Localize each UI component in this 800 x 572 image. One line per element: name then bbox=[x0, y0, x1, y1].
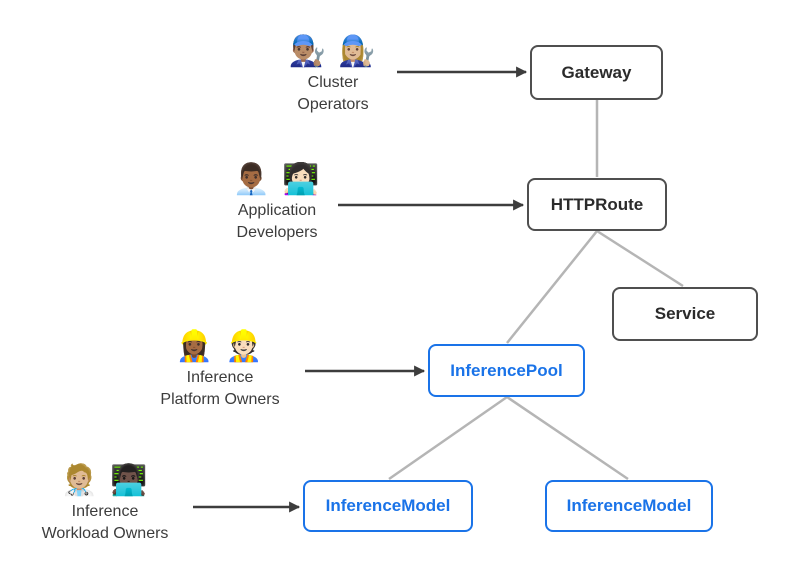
connector-inferencepool-inferencemodel-left bbox=[388, 395, 508, 481]
persona-inference-workload-owners: 🧑🏼‍⚕️ 👨🏿‍💻 Inference Workload Owners bbox=[5, 461, 205, 545]
inferencepool-node-label: InferencePool bbox=[450, 360, 563, 380]
persona-label-line: Developers bbox=[236, 224, 318, 241]
inferencemodel-right-node: InferenceModel bbox=[545, 480, 713, 532]
construction-worker-emoji-pair-icon: 👷🏾‍♀️ 👷🏻 bbox=[175, 330, 265, 363]
persona-label-line: Inference bbox=[71, 503, 139, 520]
inferencemodel-left-node: InferenceModel bbox=[303, 480, 473, 532]
persona-label-line: Operators bbox=[297, 96, 369, 113]
persona-inference-platform-owners: 👷🏾‍♀️ 👷🏻 Inference Platform Owners bbox=[120, 327, 320, 411]
persona-label-line: Application bbox=[237, 202, 317, 219]
service-node-label: Service bbox=[654, 304, 716, 323]
connector-httproute-inferencepool bbox=[506, 230, 598, 344]
inferencemodel-node-label: InferenceModel bbox=[566, 496, 692, 515]
workload-owner-emoji-pair-icon: 🧑🏼‍⚕️ 👨🏿‍💻 bbox=[60, 464, 150, 497]
service-node: Service bbox=[612, 287, 758, 341]
httproute-node: HTTPRoute bbox=[527, 178, 667, 231]
connector-httproute-service bbox=[596, 229, 684, 288]
persona-application-developers: 👨🏾‍💼 👩🏻‍💻 Application Developers bbox=[177, 160, 377, 244]
developer-emoji-pair-icon: 👨🏾‍💼 👩🏻‍💻 bbox=[232, 163, 322, 196]
persona-label-line: Inference bbox=[186, 369, 254, 386]
gateway-node-label: Gateway bbox=[561, 62, 632, 82]
inferencemodel-node-label: InferenceModel bbox=[325, 496, 451, 515]
mechanic-emoji-pair-icon: 👨🏽‍🔧 👩🏼‍🔧 bbox=[288, 35, 378, 68]
gateway-node: Gateway bbox=[530, 45, 663, 100]
inferencepool-node: InferencePool bbox=[428, 344, 585, 397]
persona-cluster-operators: 👨🏽‍🔧 👩🏼‍🔧 Cluster Operators bbox=[233, 32, 433, 116]
persona-label-line: Cluster bbox=[307, 74, 359, 91]
persona-label-line: Platform Owners bbox=[160, 391, 280, 408]
connector-inferencepool-inferencemodel-right bbox=[506, 395, 629, 481]
httproute-node-label: HTTPRoute bbox=[550, 194, 644, 214]
persona-label-line: Workload Owners bbox=[41, 525, 169, 542]
